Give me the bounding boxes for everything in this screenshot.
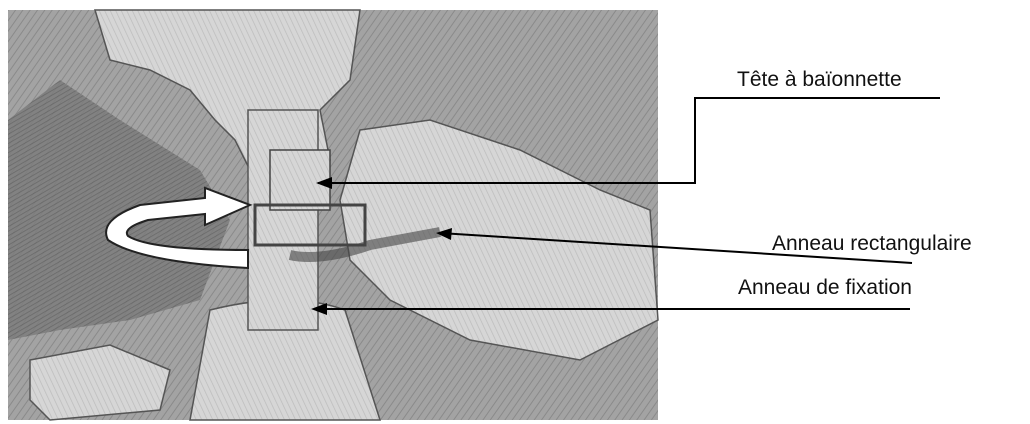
label-fixing-ring: Anneau de fixation	[738, 276, 912, 299]
label-bayonet-head: Tête à baïonnette	[737, 68, 902, 91]
shaft	[248, 110, 318, 330]
sketch-photo	[8, 10, 658, 420]
label-rectangular-ring: Anneau rectangulaire	[772, 232, 972, 255]
bayonet-head-part	[270, 150, 330, 210]
